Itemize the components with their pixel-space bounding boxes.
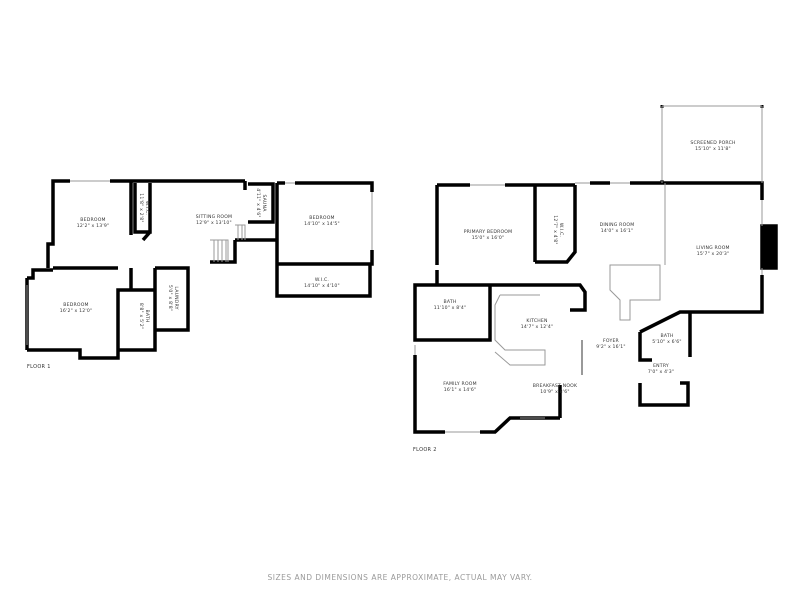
floor2-entry — [638, 312, 692, 407]
fireplace — [760, 224, 778, 270]
floor-1-label: FLOOR 1 — [27, 364, 51, 370]
floor1-walls-south — [25, 266, 190, 360]
room-label-wic-3: W.I.C.12'7" x 4'8" — [552, 215, 563, 245]
floor2-windows — [414, 182, 763, 433]
floor-2-label: FLOOR 2 — [413, 447, 437, 453]
disclaimer: SIZES AND DIMENSIONS ARE APPROXIMATE, AC… — [267, 573, 533, 582]
room-label-wic-2: W.I.C.11'8" x 2'8" — [138, 193, 149, 223]
floor2-stairs — [609, 264, 661, 321]
floor1-walls — [46, 179, 374, 298]
floor2-west — [413, 185, 587, 434]
screened-porch-screens — [661, 105, 763, 183]
room-label-wic-1: W.I.C.14'10" x 4'10" — [304, 278, 340, 289]
kitchen-counters — [494, 294, 546, 366]
floor1-stairs — [210, 224, 246, 262]
floor1-closet — [133, 183, 152, 242]
